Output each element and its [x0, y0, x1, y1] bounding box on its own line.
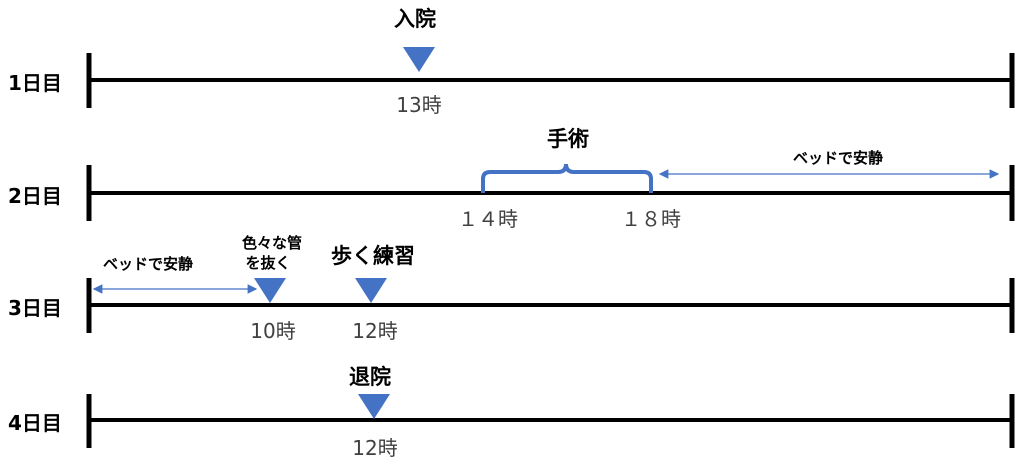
- remove-tubes-label-line1: 色々な管: [242, 234, 302, 252]
- time-label: １４時: [458, 207, 518, 231]
- surgery-label: 手術: [547, 127, 589, 151]
- day-4-row: 4日目 退院 12時: [8, 365, 1015, 460]
- day-2-row: 2日目 手術 ベッドで安静 １４時 １８時: [8, 127, 1015, 231]
- time-label: １８時: [621, 207, 681, 231]
- day-label: 1日目: [8, 71, 62, 95]
- remove-tubes-marker: [254, 278, 286, 303]
- time-label: 12時: [352, 436, 397, 460]
- remove-tubes-label-line2: を抜く: [245, 254, 290, 272]
- time-label: 13時: [396, 93, 441, 117]
- day-label: 2日目: [8, 184, 62, 208]
- day-label: 4日目: [8, 411, 62, 435]
- walking-practice-label: 歩く練習: [331, 244, 415, 268]
- surgery-bracket: [481, 163, 653, 193]
- day-3-row: 3日目 ベッドで安静 色々な管 を抜く 歩く練習 10時 12時: [8, 234, 1015, 343]
- day-1-row: 1日目 入院 13時: [8, 7, 1015, 117]
- admission-marker: [403, 47, 435, 72]
- discharge-label: 退院: [349, 365, 391, 389]
- time-label: 10時: [250, 319, 295, 343]
- bed-rest-label: ベッドで安静: [793, 149, 883, 167]
- admission-label: 入院: [394, 7, 436, 31]
- walking-practice-marker: [355, 278, 387, 303]
- bed-rest-label: ベッドで安静: [103, 255, 193, 273]
- day-label: 3日目: [8, 296, 62, 320]
- discharge-marker: [358, 394, 390, 419]
- time-label: 12時: [352, 319, 397, 343]
